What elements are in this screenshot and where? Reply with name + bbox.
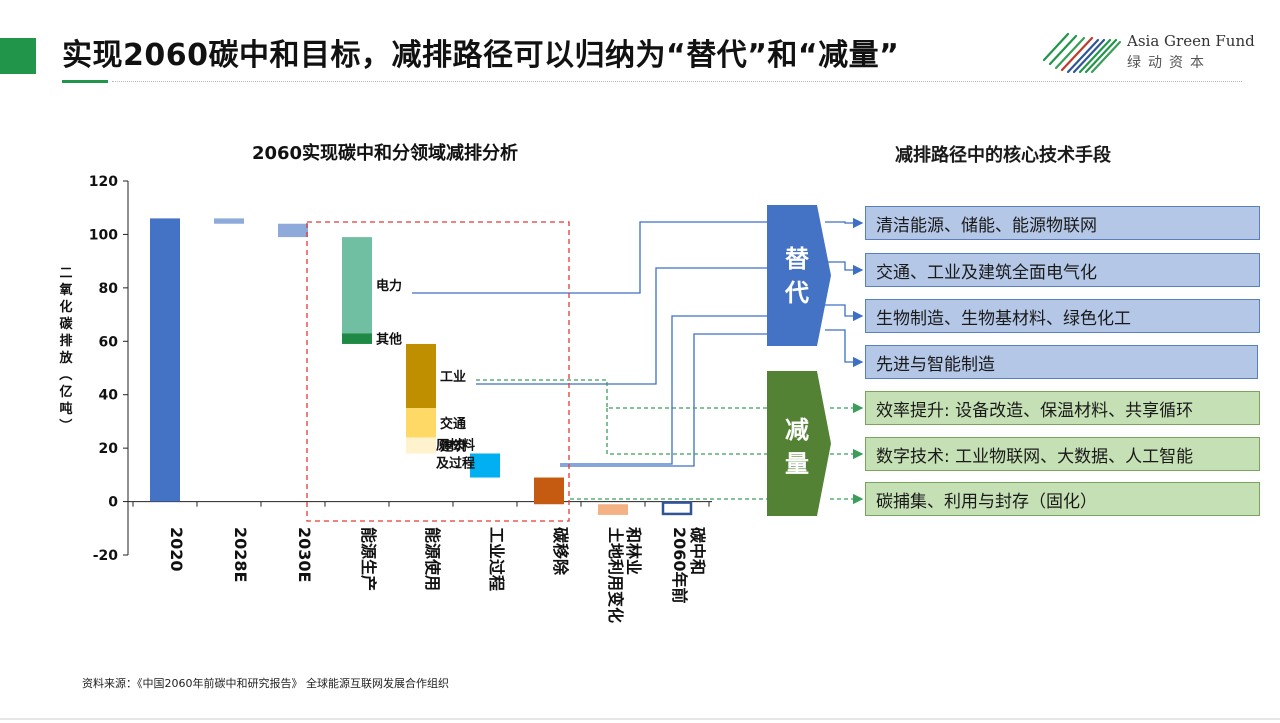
svg-text:碳中和: 碳中和	[688, 527, 707, 575]
page-title: 实现2060碳中和目标，减排路径可以归纳为“替代”和“减量”	[62, 38, 900, 73]
bar-4	[342, 333, 372, 344]
chart-title: 2060实现碳中和分领域减排分析	[252, 142, 518, 164]
svg-text:及过程: 及过程	[436, 455, 475, 471]
svg-text:（: （	[57, 367, 73, 380]
svg-text:2028E: 2028E	[231, 527, 250, 582]
x-category-label-2: 2030E	[295, 527, 314, 582]
y-tick-label-2: 80	[99, 281, 119, 297]
y-tick-label-4: 40	[99, 388, 119, 404]
y-tick-label-0: 120	[89, 174, 118, 190]
link-power	[412, 221, 767, 294]
svg-text:2060年前: 2060年前	[670, 527, 689, 604]
bar-6	[406, 408, 436, 438]
x-category-label-8: 2060年前碳中和	[670, 527, 707, 604]
x-category-label-5: 工业过程	[487, 527, 506, 591]
svg-text:二: 二	[59, 266, 72, 281]
bar-label-4: 其他	[376, 332, 402, 348]
svg-text:）: ）	[57, 418, 73, 431]
reduce-label-char-2: 量	[785, 450, 809, 478]
svg-text:吨: 吨	[59, 401, 72, 417]
link-digital	[606, 408, 767, 455]
x-category-label-1: 2028E	[231, 527, 250, 582]
svg-text:化: 化	[59, 299, 72, 315]
link-materials-2	[560, 333, 767, 467]
bar-3	[342, 237, 372, 334]
logo-icon	[1042, 32, 1122, 74]
svg-text:能源使用: 能源使用	[423, 527, 442, 591]
bar-label-3: 电力	[376, 278, 402, 294]
svg-text:放: 放	[58, 350, 73, 366]
footer-rule	[0, 718, 1280, 720]
x-category-label-0: 2020	[167, 527, 186, 572]
tech-connectors	[412, 205, 864, 516]
bar-5	[406, 343, 436, 409]
svg-text:能源生产: 能源生产	[359, 527, 378, 591]
svg-text:土地利用变化: 土地利用变化	[606, 527, 625, 623]
svg-text:工业过程: 工业过程	[487, 527, 506, 591]
reduce-chevron	[767, 371, 831, 516]
bar-label-6: 交通	[440, 416, 466, 432]
replace-link-3	[825, 329, 864, 368]
bar-label-7: 建筑	[440, 438, 466, 454]
svg-text:排: 排	[59, 333, 72, 349]
tech-title: 减排路径中的核心技术手段	[895, 145, 1111, 166]
replace-item-3: 先进与智能制造	[865, 345, 1258, 379]
replace-chevron	[767, 205, 831, 346]
title-underline	[62, 80, 108, 83]
y-tick-label-5: 20	[99, 441, 119, 457]
x-category-label-3: 能源生产	[359, 527, 378, 591]
logo-text-en: Asia Green Fund	[1127, 32, 1255, 50]
svg-text:2020: 2020	[167, 527, 186, 572]
bar-11	[661, 501, 693, 516]
replace-item-0: 清洁能源、储能、能源物联网	[865, 206, 1260, 240]
bar-1	[214, 218, 244, 224]
svg-text:碳移除: 碳移除	[551, 527, 570, 576]
reduce-label: 减 量	[777, 413, 817, 481]
link-industry	[476, 267, 767, 385]
replace-label: 替 代	[777, 242, 817, 310]
y-tick-label-6: 0	[108, 495, 118, 511]
x-category-label-4: 能源使用	[423, 527, 442, 591]
title-accent-bar	[0, 38, 36, 74]
x-category-label-6: 碳移除	[551, 527, 570, 576]
link-materials	[560, 315, 767, 465]
replace-link-1	[825, 261, 864, 276]
bar-2	[278, 223, 308, 238]
waterfall-chart: 2060实现碳中和分领域减排分析 120 100 80 60 40 20 0 -20 二氧化碳排放…	[57, 142, 712, 623]
decomposition-highlight	[306, 221, 570, 522]
reduce-item-2: 碳捕集、利用与封存（固化）	[865, 482, 1260, 516]
svg-text:碳: 碳	[59, 316, 73, 332]
svg-text:原材料: 原材料	[436, 437, 475, 453]
bar-0	[150, 218, 180, 502]
replace-link-2	[825, 304, 864, 322]
replace-item-1: 交通、工业及建筑全面电气化	[865, 253, 1260, 287]
svg-text:2030E: 2030E	[295, 527, 314, 582]
bar-10	[598, 504, 628, 515]
reduce-label-char-1: 减	[785, 416, 809, 444]
y-tick-label-1: 100	[89, 227, 118, 243]
y-tick-label-3: 60	[99, 334, 119, 350]
replace-link-0	[825, 217, 864, 229]
replace-label-char-1: 替	[785, 245, 809, 273]
svg-text:氧: 氧	[58, 282, 72, 298]
replace-item-2: 生物制造、生物基材料、绿色化工	[865, 299, 1260, 333]
bar-7	[406, 437, 436, 454]
source-note: 资料来源：《中国2060年前碳中和研究报告》 全球能源互联网发展合作组织	[82, 677, 449, 690]
bar-8	[470, 453, 500, 478]
title-divider	[112, 81, 1242, 82]
logo-text-cn: 绿动资本	[1127, 55, 1211, 71]
y-tick-label-7: -20	[93, 548, 119, 564]
bar-label-5: 工业	[440, 369, 466, 385]
svg-text:亿: 亿	[59, 384, 72, 400]
x-category-label-7: 土地利用变化和林业	[606, 527, 643, 623]
reduce-item-1: 数字技术: 工业物联网、大数据、人工智能	[865, 437, 1260, 471]
svg-text:和林业: 和林业	[624, 527, 643, 575]
link-efficiency	[476, 379, 767, 409]
bar-9	[534, 477, 564, 505]
reduce-item-0: 效率提升: 设备改造、保温材料、共享循环	[865, 391, 1260, 425]
replace-label-char-2: 代	[785, 279, 809, 307]
